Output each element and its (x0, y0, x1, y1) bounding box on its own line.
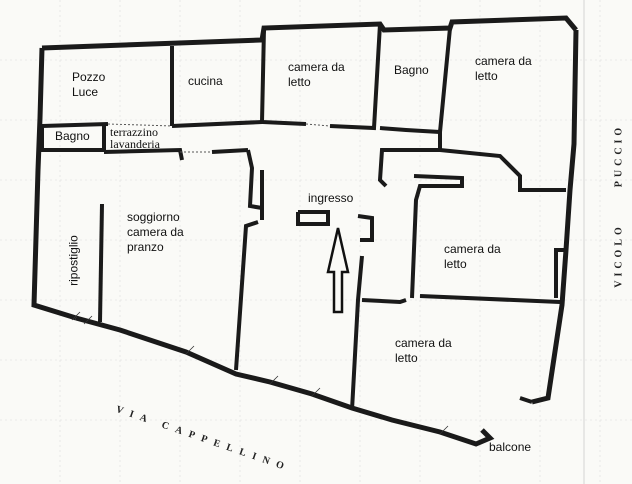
entrance-arrow-icon (326, 227, 350, 314)
room-label-camera-1: camera da letto (288, 60, 345, 89)
street-label-vicolo-puccio-2: VICOLO (613, 223, 625, 288)
room-label-bagno-left: Bagno (55, 129, 90, 143)
door-openings (107, 123, 331, 153)
interior-walls (40, 23, 566, 411)
room-label-ripostiglio: ripostiglio (66, 235, 81, 286)
street-label-vicolo-puccio-1: PUCCIO (613, 123, 625, 188)
room-label-camera-4: camera da letto (395, 336, 452, 365)
room-label-cucina: cucina (188, 74, 223, 88)
room-label-pozzo-luce: Pozzo Luce (72, 70, 106, 99)
room-label-terrazzino: terrazzino lavanderia (110, 125, 160, 151)
room-label-soggiorno: soggiorno camera da pranzo (127, 210, 184, 254)
room-label-camera-3: camera da letto (444, 242, 501, 271)
room-label-ingresso: ingresso (308, 191, 354, 205)
wall-hatching (71, 311, 449, 435)
room-label-balcone: balcone (489, 440, 532, 454)
room-label-bagno-top: Bagno (394, 63, 429, 77)
room-label-camera-2: camera da letto (475, 54, 532, 83)
